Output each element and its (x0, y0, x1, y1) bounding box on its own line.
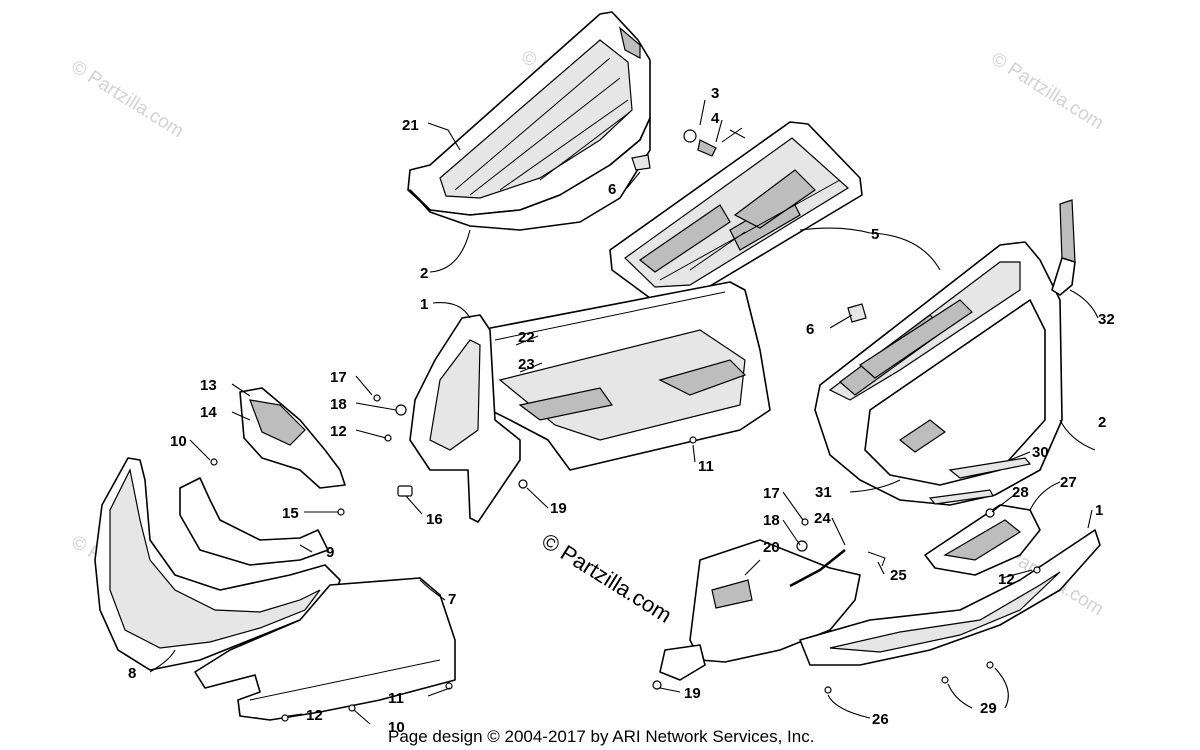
belly-pan-part-1-right (799, 529, 1101, 666)
callout-19-upper: 19 (550, 500, 567, 517)
side-panel-part-2 (814, 241, 1063, 506)
callout-16: 16 (426, 511, 443, 528)
callout-13: 13 (200, 377, 217, 394)
callout-6-upper: 6 (608, 181, 616, 198)
cover-part-5 (609, 121, 863, 299)
callout-24: 24 (814, 510, 831, 527)
callout-11-upper: 11 (698, 458, 714, 475)
hardware-pieces (210, 394, 1041, 722)
side-panel-part-1-left (409, 314, 521, 523)
callout-5: 5 (871, 226, 879, 243)
latch-part-32 (1051, 199, 1076, 296)
callout-21: 21 (402, 117, 419, 134)
callout-1-left: 1 (420, 296, 428, 313)
callout-labels: 21 3 4 6 2 5 32 6 1 22 23 17 18 12 13 14… (128, 85, 1115, 736)
watermark-top-right: © Partzilla.com (987, 48, 1107, 134)
callout-3: 3 (711, 85, 719, 102)
copyright-footer: Page design © 2004-2017 by ARI Network S… (388, 727, 814, 746)
callout-1-right: 1 (1095, 502, 1103, 519)
callout-18-left: 18 (330, 396, 347, 413)
watermark-center: © Partzilla.com (537, 528, 676, 628)
callout-18-right: 18 (763, 512, 780, 529)
clip-part-6-right (847, 303, 867, 323)
callout-12-lower: 12 (306, 707, 323, 724)
callout-20: 20 (763, 539, 780, 556)
fasteners-part-3-4 (683, 127, 746, 157)
strip-part-30 (928, 457, 1032, 505)
callout-23: 23 (518, 356, 535, 373)
callout-30: 30 (1032, 444, 1049, 461)
skid-plate-part-7 (194, 577, 456, 721)
callout-17-right: 17 (763, 485, 780, 502)
rod-part-24-25 (789, 549, 886, 588)
watermark-top-left: © Partzilla.com (67, 56, 187, 142)
callout-29: 29 (980, 700, 997, 717)
upper-cowl-part-21 (407, 11, 651, 231)
callout-4: 4 (711, 110, 720, 127)
bumper-part-8 (94, 457, 341, 671)
callout-15: 15 (282, 505, 299, 522)
leader-lines (149, 99, 1099, 725)
callout-17-left: 17 (330, 369, 347, 386)
callout-14: 14 (200, 404, 217, 421)
callout-10-upper: 10 (170, 433, 187, 450)
callout-19-lower: 19 (684, 685, 701, 702)
callout-11-lower: 11 (388, 690, 404, 707)
callout-26: 26 (872, 711, 889, 728)
belly-pan-part-22 (469, 281, 771, 471)
bracket-part-27 (924, 504, 1041, 576)
callout-12-left: 12 (330, 423, 347, 440)
callout-6-right: 6 (806, 321, 814, 338)
callout-2-upper: 2 (420, 265, 428, 282)
callout-28: 28 (1012, 484, 1029, 501)
callout-25: 25 (890, 567, 907, 584)
callout-8: 8 (128, 665, 136, 682)
callout-31: 31 (815, 484, 832, 501)
bracket-part-13-14 (239, 387, 346, 489)
callout-32: 32 (1098, 311, 1115, 328)
callout-22: 22 (518, 329, 535, 346)
callout-12-right: 12 (998, 571, 1015, 588)
callout-9: 9 (326, 544, 334, 561)
callout-7: 7 (448, 591, 456, 608)
clip-part-6-upper (631, 154, 651, 171)
callout-2-right: 2 (1098, 414, 1106, 431)
callout-10-lower: 10 (388, 719, 405, 736)
callout-27: 27 (1060, 474, 1077, 491)
